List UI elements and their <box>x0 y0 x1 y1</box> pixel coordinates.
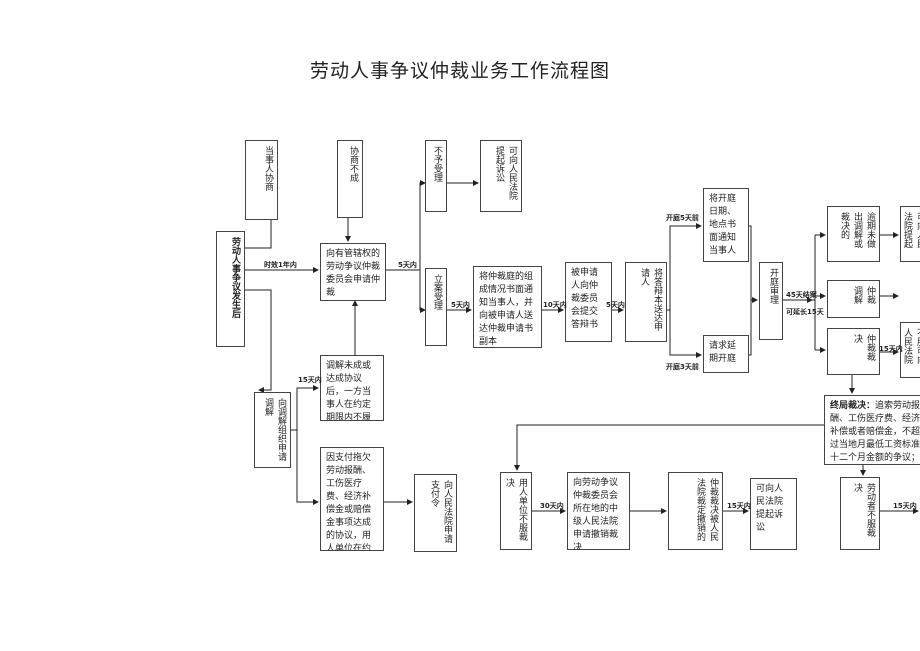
court-sue-box-2: 可向人民法院提起诉讼 <box>900 206 920 262</box>
dispute-box: 劳动人事争议发生后 <box>216 231 245 347</box>
before5-label: 开庭5天前 <box>666 214 699 222</box>
mediation-fail-box: 调解未成或达成协议后，一方当事人在约定期限内不履行 <box>320 355 384 421</box>
mediation-org-box: 向调解组织申请调解 <box>254 392 291 468</box>
page-title: 劳动人事争议仲裁业务工作流程图 <box>309 60 610 82</box>
employer-court-box: 向劳动争议仲裁委员会所在地的中级人民法院申请撤销裁决 <box>567 472 630 550</box>
timelimit-label: 时效1年内 <box>264 261 297 269</box>
hearing-notice-box: 将开庭日期、地点书面通知当事人 <box>703 188 749 262</box>
reject-box: 不予受理 <box>425 140 447 212</box>
mediate-box: 仲裁调解 <box>827 280 880 318</box>
defense-box: 被申请人向仲裁委员会提交答辩书 <box>565 262 612 342</box>
negotiation-fail-box: 协商不成 <box>337 140 363 218</box>
days15-label-b: 15天内 <box>879 345 903 353</box>
negotiate-box: 当事人协商 <box>245 140 278 220</box>
ruling-box: 仲裁裁决 <box>827 328 880 375</box>
days15-label-d: 15天内 <box>893 502 917 510</box>
apply-arbitration-box: 向有管辖权的劳动争议仲裁委员会申请仲裁 <box>320 243 386 301</box>
overdue-box: 逾期未做出调解或裁决的 <box>827 206 880 262</box>
employer-unhappy-box: 用人单位不服裁决 <box>500 472 532 550</box>
extend15-label: 可延长15天 <box>786 308 824 316</box>
court-sue-box-3: 可向人民法院提起诉讼 <box>750 478 797 550</box>
before3-label: 开庭3天前 <box>666 363 699 371</box>
days45-label: 45天结案 <box>786 291 817 299</box>
court-sue-box-1: 可向人民法院提起诉讼 <box>480 140 522 212</box>
send-defense-box: 将答辩本送达申请人 <box>625 262 667 342</box>
days5-label-a: 5天内 <box>398 261 417 269</box>
dissatisfied-box: 不服可向人民法院提起诉讼 <box>900 322 920 378</box>
final-ruling-text: 追索劳动报酬、工伤医疗费、经济补偿或者赔偿金，不超过当地月最低工资标准十二个月金… <box>830 401 920 463</box>
court-revoked-box: 仲裁裁决被人民法院裁定撤销的 <box>668 472 723 550</box>
trial-box: 开庭审理 <box>759 262 783 340</box>
days15-label-c: 15天内 <box>727 502 751 510</box>
days15-label-a: 15天内 <box>298 376 322 384</box>
notify-parties-box: 将仲裁庭的组成情况书面通知当事人，并向被申请人送达仲裁申请书副本 <box>473 266 542 348</box>
days5-label-b: 5天内 <box>451 301 470 309</box>
postpone-box: 请求延期开庭 <box>703 335 749 373</box>
worker-unhappy-box: 劳动者不服裁决 <box>840 477 880 550</box>
final-ruling-box: 终局裁决：追索劳动报酬、工伤医疗费、经济补偿或者赔偿金，不超过当地月最低工资标准… <box>824 395 920 465</box>
days10-label: 10天内 <box>543 301 567 309</box>
days5-label-c: 5天内 <box>606 301 625 309</box>
court-payment-order-box: 向人民法院申请支付令 <box>414 474 457 552</box>
final-ruling-head: 终局裁决： <box>830 401 876 411</box>
accept-box: 立案受理 <box>425 268 447 346</box>
days30-label: 30天内 <box>540 502 564 510</box>
wage-agreement-box: 因支付拖欠劳动报酬、工伤医疗费、经济补偿金或赔偿金事项达成的协议，用人单位在约定… <box>320 447 384 551</box>
